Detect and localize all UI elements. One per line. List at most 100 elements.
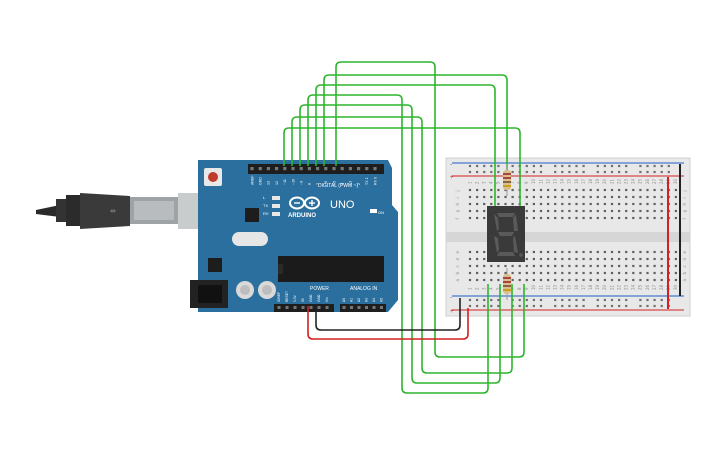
bb-hole[interactable]: [589, 209, 592, 213]
rail-hole[interactable]: [561, 304, 564, 308]
bb-hole[interactable]: [660, 271, 663, 275]
digital-pin[interactable]: [283, 167, 287, 171]
bb-hole[interactable]: [561, 188, 564, 192]
bb-hole[interactable]: [532, 216, 535, 220]
bb-hole[interactable]: [646, 264, 649, 268]
digital-pin[interactable]: [332, 167, 336, 171]
rail-hole[interactable]: [603, 304, 606, 308]
rail-hole[interactable]: [667, 164, 670, 168]
bb-hole[interactable]: [476, 250, 479, 254]
bb-hole[interactable]: [582, 271, 585, 275]
analog-pin[interactable]: [342, 306, 346, 309]
bb-hole[interactable]: [539, 271, 543, 275]
rail-hole[interactable]: [582, 164, 585, 168]
rail-hole[interactable]: [532, 164, 535, 168]
rail-hole[interactable]: [483, 164, 486, 168]
bb-hole[interactable]: [561, 264, 564, 268]
bb-hole[interactable]: [603, 216, 606, 220]
analog-pin[interactable]: [350, 306, 353, 309]
bb-hole[interactable]: [575, 188, 578, 192]
bb-hole[interactable]: [610, 188, 614, 192]
rail-hole[interactable]: [490, 298, 493, 302]
rail-hole[interactable]: [497, 170, 500, 174]
signal-wire[interactable]: [335, 61, 525, 358]
rail-hole[interactable]: [490, 164, 493, 168]
bb-hole[interactable]: [547, 209, 550, 213]
bb-hole[interactable]: [596, 188, 599, 192]
power-pin[interactable]: [285, 306, 289, 309]
rail-hole[interactable]: [610, 304, 614, 308]
rail-hole[interactable]: [561, 170, 564, 174]
bb-hole[interactable]: [639, 264, 642, 268]
rail-hole[interactable]: [568, 298, 571, 302]
bb-hole[interactable]: [575, 271, 578, 275]
bb-hole[interactable]: [639, 271, 642, 275]
bb-hole[interactable]: [674, 250, 677, 254]
bb-hole[interactable]: [632, 202, 635, 206]
bb-hole[interactable]: [468, 188, 472, 192]
signal-wire[interactable]: [315, 84, 496, 212]
rail-hole[interactable]: [610, 298, 614, 302]
digital-pin[interactable]: [291, 167, 295, 171]
bb-hole[interactable]: [476, 216, 479, 220]
rail-hole[interactable]: [539, 164, 543, 168]
bb-hole[interactable]: [490, 271, 493, 275]
bb-hole[interactable]: [490, 278, 493, 282]
bb-hole[interactable]: [632, 188, 635, 192]
bb-hole[interactable]: [625, 188, 628, 192]
bb-hole[interactable]: [468, 216, 472, 220]
bb-hole[interactable]: [582, 264, 585, 268]
rail-hole[interactable]: [532, 298, 535, 302]
bb-hole[interactable]: [582, 195, 585, 199]
bb-hole[interactable]: [603, 264, 606, 268]
bb-hole[interactable]: [632, 264, 635, 268]
bb-hole[interactable]: [483, 278, 486, 282]
bb-hole[interactable]: [497, 188, 500, 192]
bb-hole[interactable]: [625, 195, 628, 199]
rail-hole[interactable]: [610, 164, 614, 168]
rail-hole[interactable]: [653, 304, 656, 308]
analog-pin[interactable]: [372, 306, 376, 309]
bb-hole[interactable]: [568, 257, 571, 261]
bb-hole[interactable]: [639, 250, 642, 254]
bb-hole[interactable]: [561, 195, 564, 199]
bb-hole[interactable]: [476, 264, 479, 268]
seven-segment-display[interactable]: [487, 206, 525, 262]
bb-hole[interactable]: [468, 257, 472, 261]
bb-hole[interactable]: [596, 278, 599, 282]
bb-hole[interactable]: [483, 264, 486, 268]
bb-hole[interactable]: [539, 188, 543, 192]
bb-hole[interactable]: [547, 250, 550, 254]
bb-hole[interactable]: [554, 209, 557, 213]
bb-hole[interactable]: [525, 195, 528, 199]
bb-hole[interactable]: [639, 209, 642, 213]
bb-hole[interactable]: [610, 250, 614, 254]
bb-hole[interactable]: [653, 271, 656, 275]
rail-hole[interactable]: [468, 170, 472, 174]
bb-hole[interactable]: [476, 195, 479, 199]
bb-hole[interactable]: [476, 257, 479, 261]
bb-hole[interactable]: [525, 250, 528, 254]
bb-hole[interactable]: [625, 257, 628, 261]
digital-pin[interactable]: [373, 167, 377, 171]
bb-hole[interactable]: [596, 257, 599, 261]
bb-hole[interactable]: [618, 209, 621, 213]
bb-hole[interactable]: [653, 257, 656, 261]
rail-hole[interactable]: [639, 170, 642, 174]
rail-hole[interactable]: [483, 298, 486, 302]
rail-hole[interactable]: [639, 164, 642, 168]
rail-hole[interactable]: [582, 170, 585, 174]
power-pin[interactable]: [309, 306, 313, 309]
bb-hole[interactable]: [468, 202, 472, 206]
rail-hole[interactable]: [646, 304, 649, 308]
bb-hole[interactable]: [674, 188, 677, 192]
bb-hole[interactable]: [582, 278, 585, 282]
digital-pin[interactable]: [348, 167, 352, 171]
bb-hole[interactable]: [504, 271, 507, 275]
bb-hole[interactable]: [518, 271, 521, 275]
bb-hole[interactable]: [476, 188, 479, 192]
rail-hole[interactable]: [618, 164, 621, 168]
bb-hole[interactable]: [525, 278, 528, 282]
bb-hole[interactable]: [589, 188, 592, 192]
bb-hole[interactable]: [660, 188, 663, 192]
